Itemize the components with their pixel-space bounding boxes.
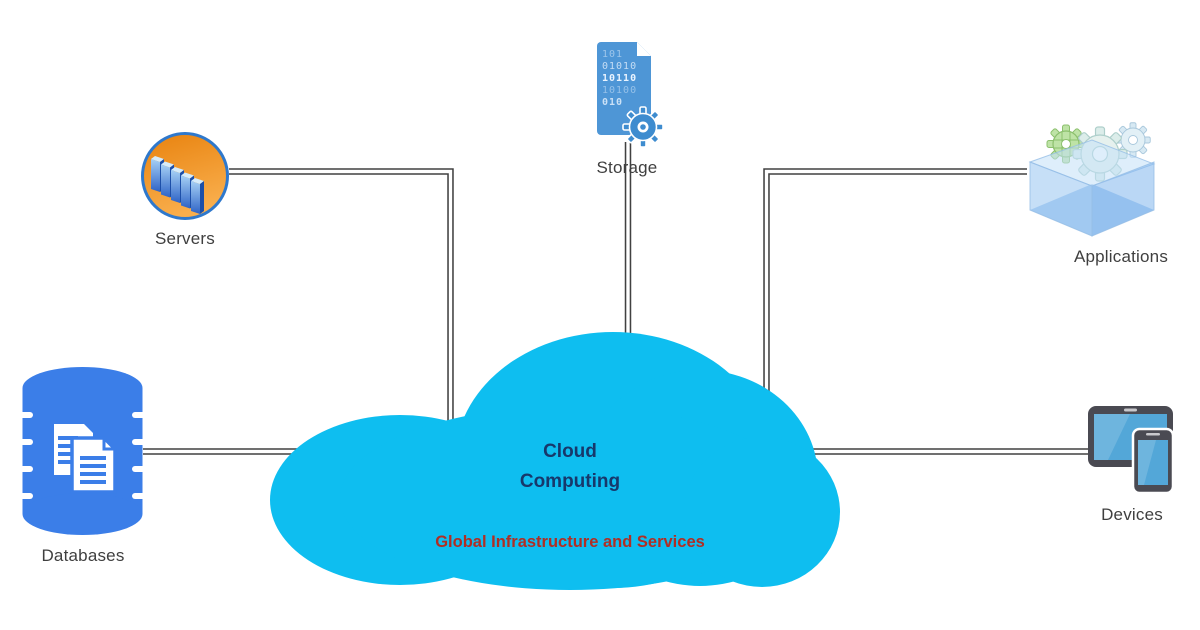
connector-applications-cloud (763, 168, 1027, 400)
binary-text-rows: 101 01010 10110 10100 010 (602, 49, 648, 109)
devices-label: Devices (1101, 505, 1163, 524)
cloud-node-title: Cloud Computing (400, 437, 740, 497)
cloud-title-line2: Computing (519, 471, 621, 492)
database-cylinder-documents-icon (16, 367, 149, 535)
binary-row: 010 (602, 97, 624, 108)
cylinder-ridges (16, 412, 149, 499)
cloud-title-line1: Cloud (543, 441, 597, 462)
applications-gears-box-icon (1028, 122, 1156, 237)
documents-icon (54, 424, 117, 494)
binary-file-shape (597, 42, 651, 135)
glass-box (1028, 139, 1156, 237)
cloud-shape (270, 332, 840, 590)
binary-row: 10100 (602, 85, 638, 96)
connectors-inner (143, 142, 1091, 454)
servers-label: Servers (155, 229, 215, 248)
binary-row: 101 (602, 49, 624, 60)
binary-row: 10110 (602, 73, 638, 84)
server-towers (151, 156, 204, 214)
binary-row: 01010 (602, 61, 638, 72)
storage-label: Storage (596, 158, 658, 177)
gear-icon (622, 106, 664, 148)
storage-binary-file-gear-icon (597, 42, 664, 148)
connector-servers-cloud (229, 168, 454, 430)
devices-tablet-phone-icon (1088, 406, 1175, 495)
servers-icon (141, 132, 229, 220)
phone-icon (1131, 427, 1175, 495)
cloud-node-subtitle: Global Infrastructure and Services (435, 533, 705, 551)
applications-label: Applications (1073, 247, 1169, 266)
folded-corner (637, 42, 651, 56)
databases-label: Databases (41, 546, 125, 565)
